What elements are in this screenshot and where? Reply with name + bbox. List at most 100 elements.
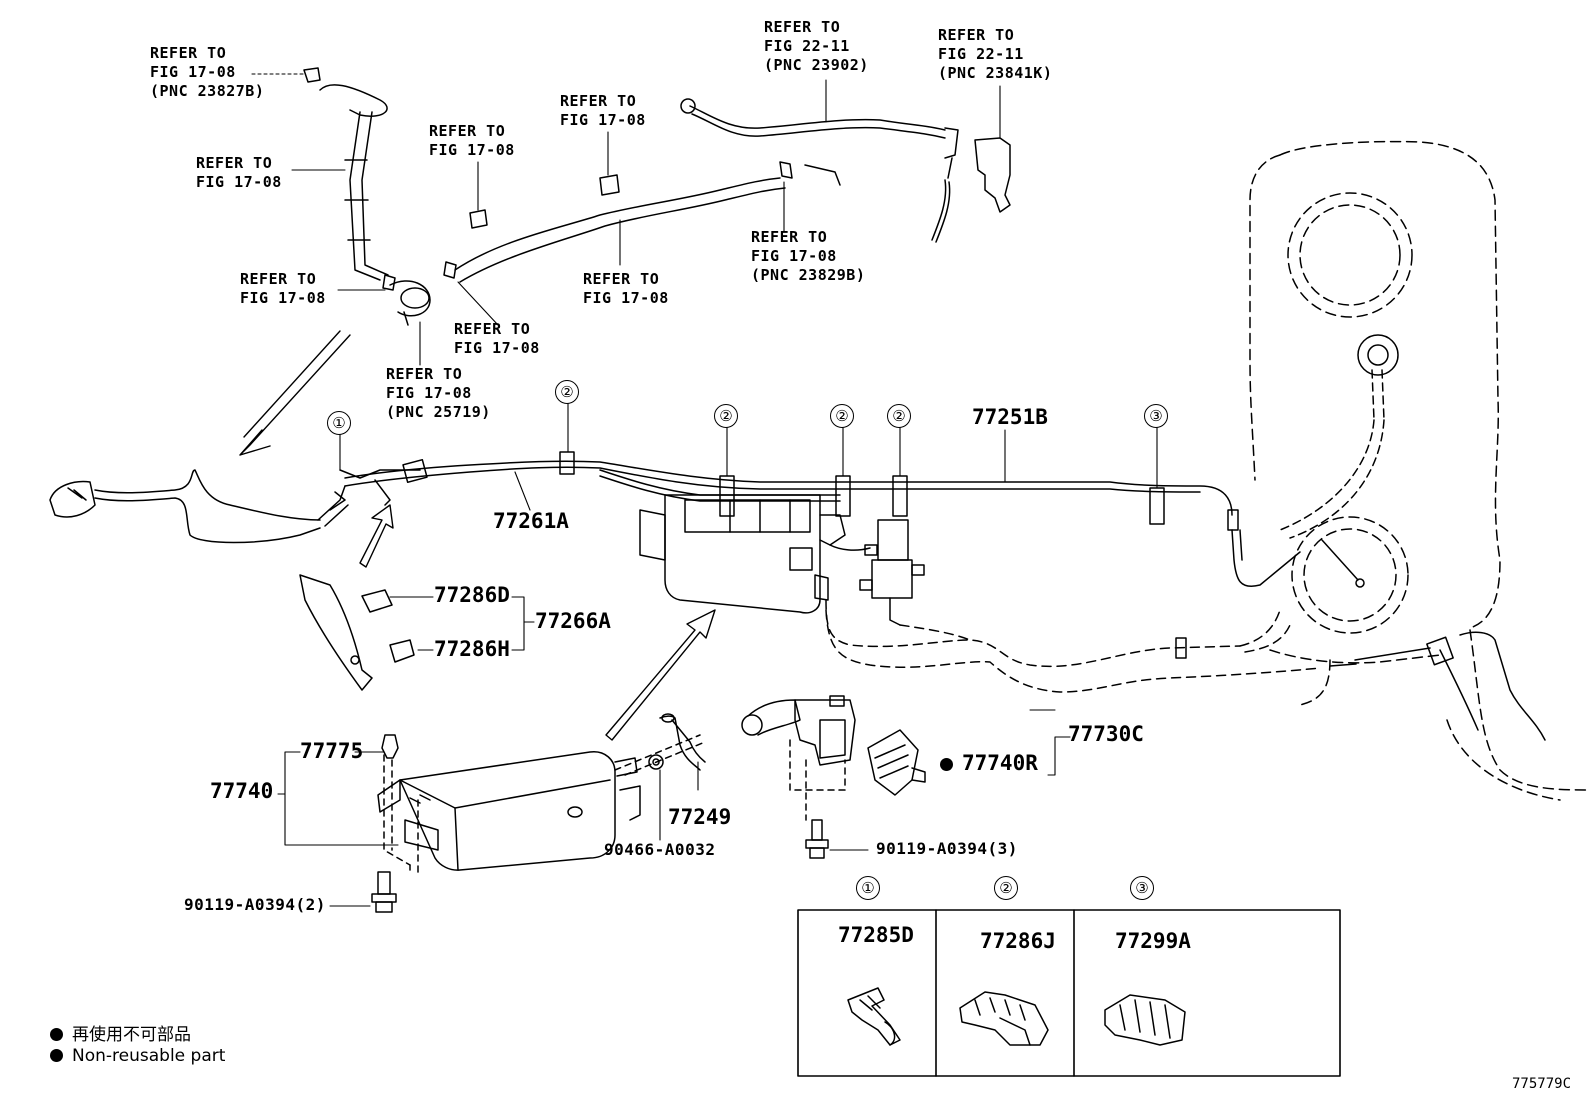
part-label-77286d[interactable]: 77286D xyxy=(434,583,510,607)
ref-line: FIG 17-08 xyxy=(150,63,236,81)
ref-line: REFER TO xyxy=(196,154,273,172)
bracket-77266a xyxy=(299,574,415,691)
ref-label-pnc-23827b[interactable]: REFER TO FIG 17-08 (PNC 23827B) xyxy=(150,44,264,101)
ref-line: (PNC 23827B) xyxy=(150,82,265,100)
ref-line: FIG 17-08 xyxy=(386,384,472,402)
callout-2-tube-c[interactable]: ② xyxy=(830,404,854,428)
ref-label-pnc-23902[interactable]: REFER TO FIG 22-11 (PNC 23902) xyxy=(764,18,869,75)
inset-clip-77286j xyxy=(959,991,1049,1046)
ref-line: FIG 17-08 xyxy=(454,339,540,357)
filler-pipe xyxy=(1329,631,1546,741)
fuel-sender xyxy=(1279,334,1399,588)
illustration-code: 775779C xyxy=(1512,1076,1572,1092)
ref-line: REFER TO xyxy=(454,320,531,338)
part-label-90119-a0394-2[interactable]: 90119-A0394(2) xyxy=(184,895,326,914)
ref-label-clip-right[interactable]: REFER TO FIG 17-08 xyxy=(454,320,540,358)
ref-label-pnc-23841k[interactable]: REFER TO FIG 22-11 (PNC 23841K) xyxy=(938,26,1052,83)
ref-line: REFER TO xyxy=(150,44,227,62)
part-label-77740[interactable]: 77740 xyxy=(210,779,274,803)
left-tube xyxy=(49,458,428,544)
leader-lines xyxy=(251,73,1158,907)
ref-line: REFER TO xyxy=(429,122,506,140)
ref-line: FIG 22-11 xyxy=(764,37,850,55)
callout-3-tube[interactable]: ③ xyxy=(1144,404,1168,428)
ref-label-pnc-23829b[interactable]: REFER TO FIG 17-08 (PNC 23829B) xyxy=(751,228,865,285)
ref-line: FIG 22-11 xyxy=(938,45,1024,63)
ref-line: REFER TO xyxy=(764,18,841,36)
ref-label-clip-left[interactable]: REFER TO FIG 17-08 xyxy=(240,270,326,308)
inset-clip-77299a xyxy=(1104,994,1186,1046)
ref-line: (PNC 23841K) xyxy=(938,64,1053,82)
ref-line: REFER TO xyxy=(240,270,317,288)
inset-part-77285d[interactable]: 77285D xyxy=(838,923,914,947)
part-label-77261a[interactable]: 77261A xyxy=(493,509,569,533)
fuel-tank xyxy=(1249,140,1591,801)
inset-callout-3: ③ xyxy=(1130,876,1154,900)
part-label-77266a[interactable]: 77266A xyxy=(535,609,611,633)
part-label-77249[interactable]: 77249 xyxy=(668,805,732,829)
inset-clip-77285d xyxy=(847,987,901,1046)
canister-upper xyxy=(639,494,871,614)
vsv-upper xyxy=(859,519,925,626)
part-label-77740r[interactable]: 77740R xyxy=(940,751,1038,775)
part-label-77775[interactable]: 77775 xyxy=(300,739,364,763)
pump-module-77730c xyxy=(741,695,856,791)
ref-label-clip-upper[interactable]: REFER TO FIG 17-08 xyxy=(429,122,515,160)
ref-line: REFER TO xyxy=(751,228,828,246)
part-label-77286h[interactable]: 77286H xyxy=(434,637,510,661)
ref-line: REFER TO xyxy=(938,26,1015,44)
ref-label-hose-middle[interactable]: REFER TO FIG 17-08 xyxy=(583,270,669,308)
ref-line: (PNC 25719) xyxy=(386,403,491,421)
ref-line: (PNC 23829B) xyxy=(751,266,866,284)
pin-77775 xyxy=(381,734,399,759)
ref-line: (PNC 23902) xyxy=(764,56,869,74)
ref-label-clip-top[interactable]: REFER TO FIG 17-08 xyxy=(560,92,646,130)
callout-2-tube-a[interactable]: ② xyxy=(555,380,579,404)
ref-line: FIG 17-08 xyxy=(560,111,646,129)
ref-line: FIG 17-08 xyxy=(240,289,326,307)
non-reusable-dot-icon xyxy=(940,758,953,771)
part-label-90119-a0394-3[interactable]: 90119-A0394(3) xyxy=(876,839,1018,858)
ref-line: FIG 17-08 xyxy=(583,289,669,307)
legend-en: Non-reusable part xyxy=(50,1046,225,1066)
inset-callout-1: ① xyxy=(856,876,880,900)
phantom-lines xyxy=(825,599,1321,693)
legend-dot-icon xyxy=(50,1028,63,1041)
legend-jp-text: 再使用不可部品 xyxy=(72,1025,191,1045)
canister-77740 xyxy=(377,751,641,871)
inset-part-77299a[interactable]: 77299A xyxy=(1115,929,1191,953)
clips-upper xyxy=(303,67,793,291)
ref-label-pnc-25719[interactable]: REFER TO FIG 17-08 (PNC 25719) xyxy=(386,365,491,422)
ref-line: REFER TO xyxy=(583,270,660,288)
ref-line: REFER TO xyxy=(560,92,637,110)
ref-line: REFER TO xyxy=(386,365,463,383)
direction-arrows xyxy=(239,330,716,741)
canister-dashed xyxy=(383,734,807,876)
upper-hoses xyxy=(319,84,1011,326)
callout-2-tube-d[interactable]: ② xyxy=(887,404,911,428)
bolt-lower-middle xyxy=(805,819,829,859)
legend-en-text: Non-reusable part xyxy=(72,1046,226,1066)
ref-line: FIG 17-08 xyxy=(429,141,515,159)
part-label-90466-a0032[interactable]: 90466-A0032 xyxy=(604,840,716,859)
inset-table xyxy=(797,909,1341,1077)
legend-jp: 再使用不可部品 xyxy=(50,1020,191,1045)
tube-joint xyxy=(1175,637,1187,659)
part-label-77730c[interactable]: 77730C xyxy=(1068,722,1144,746)
inset-callout-2: ② xyxy=(994,876,1018,900)
hose-77249 xyxy=(648,713,706,771)
ref-line: FIG 17-08 xyxy=(196,173,282,191)
ref-label-hose-upper-left[interactable]: REFER TO FIG 17-08 xyxy=(196,154,282,192)
inset-part-77286j[interactable]: 77286J xyxy=(980,929,1056,953)
part-label-77251b[interactable]: 77251B xyxy=(972,405,1048,429)
part-number-text: 77740R xyxy=(962,751,1038,775)
callout-2-tube-b[interactable]: ② xyxy=(714,404,738,428)
ref-line: FIG 17-08 xyxy=(751,247,837,265)
sensor-77740r xyxy=(867,729,926,796)
legend-dot-icon xyxy=(50,1049,63,1062)
bolt-lower-left xyxy=(371,871,397,913)
callout-1-tube[interactable]: ① xyxy=(327,411,351,435)
